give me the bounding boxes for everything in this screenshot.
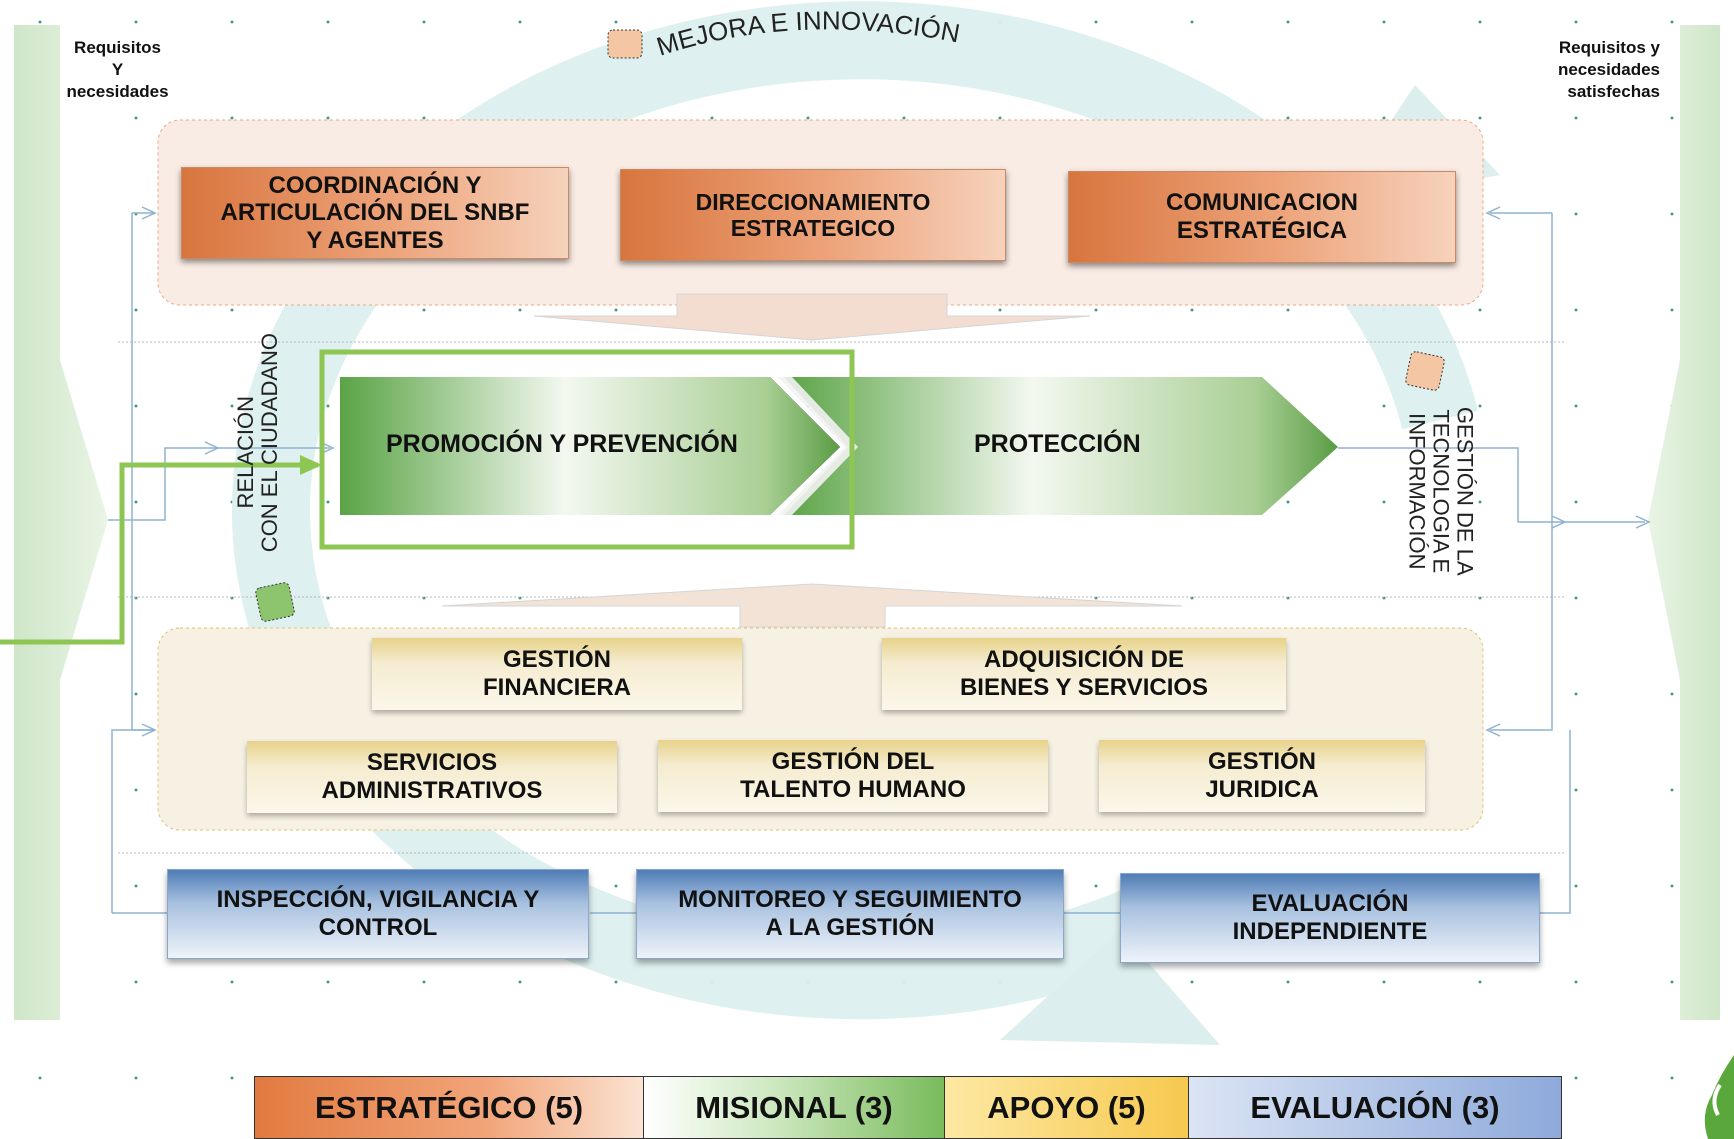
cycle-arrowhead-bottom [1000, 930, 1220, 1045]
process-evaluacion-independiente-line-2: INDEPENDIENTE [1232, 918, 1428, 945]
process-coordinacion[interactable]: COORDINACIÓN Y ARTICULACIÓN DEL SNBF Y A… [181, 167, 569, 259]
process-monitoreo-line-2: A LA GESTIÓN [765, 914, 935, 941]
marker-ciudadano [255, 582, 295, 622]
process-direccionamiento[interactable]: DIRECCIONAMIENTO ESTRATEGICO [620, 169, 1006, 261]
marker-mejora [607, 29, 643, 59]
process-direccionamiento-line-2: ESTRATEGICO [730, 215, 896, 241]
process-comunicacion-line-2: ESTRATÉGICA [1176, 217, 1348, 244]
input-label-line-1: Requisitos [74, 38, 161, 57]
gestion-tecnologia-line-2: TECNOLOGIA E [1428, 409, 1454, 574]
process-coordinacion-line-2: ARTICULACIÓN DEL SNBF [220, 199, 530, 227]
input-label-line-2: Y [111, 60, 124, 80]
legend-misional: MISIONAL (3) [643, 1076, 945, 1139]
process-servicios-administrativos-line-2: ADMINISTRATIVOS [321, 777, 543, 804]
process-talento-humano[interactable]: GESTIÓN DEL TALENTO HUMANO [658, 740, 1048, 812]
process-servicios-administrativos-line-1: SERVICIOS [366, 749, 498, 777]
output-label-line-3: satisfechas [1567, 82, 1660, 102]
output-label-line-2: necesidades [1557, 60, 1660, 80]
process-adquisicion-line-2: BIENES Y SERVICIOS [959, 674, 1209, 701]
process-comunicacion-line-1: COMUNICACION [1166, 189, 1358, 217]
process-adquisicion[interactable]: ADQUISICIÓN DE BIENES Y SERVICIOS [882, 638, 1286, 710]
process-gestion-juridica-line-2: JURIDICA [1205, 776, 1319, 803]
process-talento-humano-line-1: GESTIÓN DEL [771, 748, 935, 776]
legend-evaluacion: EVALUACIÓN (3) [1188, 1076, 1562, 1139]
gestion-tecnologia-line-3: INFORMACIÓN [1403, 413, 1429, 570]
relacion-ciudadano-line-2: CON EL CIUDADANO [257, 332, 282, 553]
chevron-proteccion [784, 377, 1338, 515]
gestion-tecnologia-label: GESTIÓN DE LA TECNOLOGIA E INFORMACIÓN [1404, 391, 1477, 591]
output-label-line-1: Requisitos y [1558, 38, 1660, 57]
process-gestion-financiera-line-2: FINANCIERA [483, 674, 631, 701]
output-bar [1648, 25, 1720, 1020]
relacion-ciudadano-label: RELACIÓN CON EL CIUDADANO [232, 332, 282, 553]
process-gestion-juridica[interactable]: GESTIÓN JURIDICA [1099, 740, 1425, 812]
process-evaluacion-independiente[interactable]: EVALUACIÓN INDEPENDIENTE [1120, 873, 1540, 963]
process-gestion-juridica-line-1: GESTIÓN [1207, 748, 1316, 776]
process-inspeccion-line-2: CONTROL [318, 914, 438, 941]
logo-icon [1704, 1055, 1734, 1139]
connector-lines [108, 212, 1645, 914]
process-inspeccion-line-1: INSPECCIÓN, VIGILANCIA Y [216, 886, 540, 914]
process-adquisicion-line-1: ADQUISICIÓN DE [983, 646, 1184, 674]
process-gestion-financiera-line-1: GESTIÓN [502, 646, 611, 674]
process-inspeccion[interactable]: INSPECCIÓN, VIGILANCIA Y CONTROL [167, 869, 589, 959]
process-monitoreo[interactable]: MONITOREO Y SEGUIMIENTO A LA GESTIÓN [636, 869, 1064, 959]
relacion-ciudadano-line-1: RELACIÓN [232, 395, 258, 509]
process-promocion-prevencion[interactable]: PROMOCIÓN Y PREVENCIÓN [386, 430, 738, 458]
output-label: Requisitos y necesidades satisfechas [1520, 37, 1660, 103]
process-coordinacion-line-1: COORDINACIÓN Y [268, 171, 482, 199]
gestion-tecnologia-line-1: GESTIÓN DE LA [1452, 406, 1478, 576]
up-block-arrow [441, 583, 1183, 628]
legend-estrategico: ESTRATÉGICO (5) [254, 1076, 644, 1139]
process-proteccion[interactable]: PROTECCIÓN [974, 430, 1141, 458]
process-coordinacion-line-3: Y AGENTES [306, 226, 444, 254]
legend-apoyo: APOYO (5) [944, 1076, 1189, 1139]
input-bar [14, 25, 108, 1020]
process-evaluacion-independiente-line-1: EVALUACIÓN [1251, 890, 1409, 918]
down-block-arrow [533, 293, 1091, 341]
marker-tecnologia [1405, 351, 1445, 391]
process-monitoreo-line-1: MONITOREO Y SEGUIMIENTO [678, 886, 1022, 914]
process-talento-humano-line-2: TALENTO HUMANO [740, 776, 966, 803]
highlight-overlay [0, 349, 855, 645]
input-label-line-3: necesidades [66, 82, 169, 102]
process-gestion-financiera[interactable]: GESTIÓN FINANCIERA [372, 638, 742, 710]
input-label: Requisitos Y necesidades [55, 37, 180, 103]
process-comunicacion[interactable]: COMUNICACION ESTRATÉGICA [1068, 171, 1456, 263]
process-servicios-administrativos[interactable]: SERVICIOS ADMINISTRATIVOS [247, 741, 617, 813]
chevron-promocion [340, 377, 840, 515]
process-direccionamiento-line-1: DIRECCIONAMIENTO [695, 188, 931, 215]
